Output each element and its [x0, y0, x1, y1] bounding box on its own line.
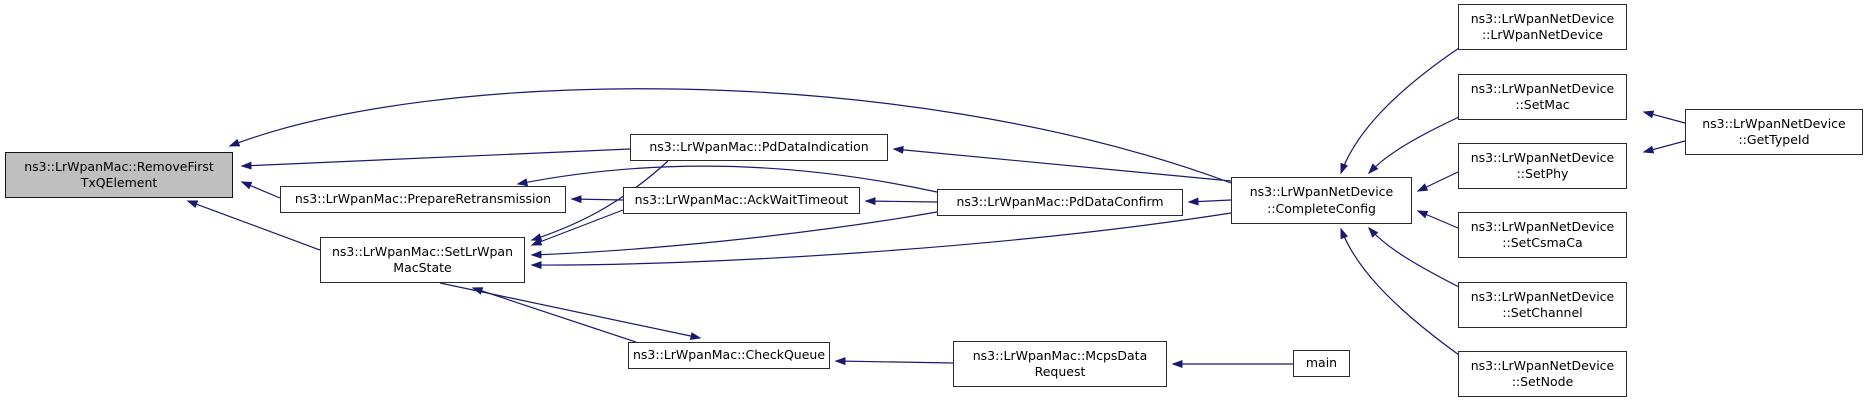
edge-group: [186, 47, 1686, 368]
node-label-line: ns3::LrWpanNetDevice: [1470, 218, 1615, 234]
edge-get-type-id-to-set-phy: [1642, 140, 1686, 154]
node-label-line: ns3::LrWpanNetDevice: [1470, 288, 1615, 304]
node-label-line: ns3::LrWpanNetDevice: [1470, 357, 1615, 373]
node-lrwpan-net-device-ctor[interactable]: ns3::LrWpanNetDevice::LrWpanNetDevice: [1458, 4, 1627, 50]
node-label-line: ns3::LrWpanMac::AckWaitTimeout: [634, 192, 849, 208]
edge-lrwpan-net-device-ctor-to-complete-config: [1340, 47, 1460, 175]
edge-set-mac-to-complete-config: [1367, 116, 1460, 175]
node-label-line: ns3::LrWpanMac::PrepareRetransmission: [294, 191, 552, 207]
node-label-line: ::LrWpanNetDevice: [1481, 27, 1604, 42]
edge-set-lrwpan-mac-state-to-remove-first-txq-element: [186, 200, 321, 251]
node-prepare-retransmission[interactable]: ns3::LrWpanMac::PrepareRetransmission: [280, 186, 566, 213]
edge-ack-wait-timeout-to-prepare-retransmission: [570, 195, 624, 204]
node-label-line: ns3::LrWpanNetDevice: [1249, 184, 1394, 200]
node-set-channel[interactable]: ns3::LrWpanNetDevice::SetChannel: [1458, 282, 1627, 328]
node-label-line: MacState: [393, 260, 452, 275]
edge-set-lrwpan-mac-state-to-check-queue: [439, 282, 702, 340]
edge-complete-config-to-pd-data-indication: [892, 145, 1232, 182]
node-get-type-id[interactable]: ns3::LrWpanNetDevice::GetTypeId: [1685, 109, 1863, 155]
node-pd-data-confirm[interactable]: ns3::LrWpanMac::PdDataConfirm: [937, 189, 1183, 216]
node-label-line: ns3::LrWpanMac::CheckQueue: [632, 347, 826, 363]
node-set-phy[interactable]: ns3::LrWpanNetDevice::SetPhy: [1458, 143, 1627, 189]
edge-check-queue-to-set-lrwpan-mac-state: [471, 287, 637, 343]
edge-set-csma-ca-to-complete-config: [1416, 210, 1459, 229]
node-label-line: ::SetNode: [1511, 374, 1574, 389]
edge-complete-config-to-set-lrwpan-mac-state: [530, 212, 1232, 270]
node-label-line: ::SetChannel: [1502, 305, 1583, 320]
node-label-line: ::CompleteConfig: [1267, 200, 1376, 216]
node-set-mac[interactable]: ns3::LrWpanNetDevice::SetMac: [1458, 74, 1627, 120]
edge-complete-config-to-remove-first-txq-element: [228, 88, 1232, 184]
node-label-line: ::GetTypeId: [1738, 132, 1810, 147]
node-label-line: ns3::LrWpanNetDevice: [1702, 115, 1846, 131]
edge-ack-wait-timeout-to-set-lrwpan-mac-state: [530, 209, 624, 246]
node-label-line: ns3::LrWpanMac::RemoveFirst: [24, 158, 214, 174]
edge-complete-config-to-pd-data-confirm: [1187, 197, 1232, 206]
node-label-line: ns3::LrWpanMac::SetLrWpan: [331, 243, 514, 259]
edge-get-type-id-to-set-mac: [1642, 110, 1686, 124]
node-check-queue[interactable]: ns3::LrWpanMac::CheckQueue: [628, 342, 830, 369]
node-set-node[interactable]: ns3::LrWpanNetDevice::SetNode: [1458, 351, 1627, 397]
node-label-line: ns3::LrWpanNetDevice: [1470, 10, 1615, 26]
node-label-line: ns3::LrWpanNetDevice: [1470, 80, 1615, 96]
edge-set-channel-to-complete-config: [1368, 226, 1460, 288]
edge-pd-data-confirm-to-ack-wait-timeout: [864, 197, 938, 206]
edge-pd-data-indication-to-set-lrwpan-mac-state: [530, 160, 669, 241]
node-label-line: TxQElement: [80, 175, 158, 190]
node-set-csma-ca[interactable]: ns3::LrWpanNetDevice::SetCsmaCa: [1458, 212, 1627, 258]
edge-pd-data-indication-to-remove-first-txq-element: [240, 148, 631, 170]
node-label-line: ns3::LrWpanMac::McpsData: [972, 347, 1148, 363]
node-ack-wait-timeout[interactable]: ns3::LrWpanMac::AckWaitTimeout: [623, 187, 860, 214]
node-label-line: ns3::LrWpanMac::PdDataIndication: [649, 139, 869, 155]
edge-pd-data-confirm-to-set-lrwpan-mac-state: [530, 211, 938, 259]
edge-set-node-to-complete-config: [1340, 227, 1460, 356]
node-label-line: ns3::LrWpanMac::PdDataConfirm: [956, 194, 1164, 210]
node-label-line: ns3::LrWpanNetDevice: [1470, 149, 1615, 165]
node-label-line: main: [1305, 355, 1338, 371]
edge-mcps-data-request-to-check-queue: [834, 357, 954, 366]
node-main[interactable]: main: [1293, 350, 1350, 377]
edge-prepare-retransmission-to-remove-first-txq-element: [240, 181, 281, 199]
node-label-line: ::SetCsmaCa: [1502, 235, 1583, 250]
node-label-line: Request: [1034, 364, 1086, 379]
edge-set-phy-to-complete-config: [1416, 171, 1459, 192]
edge-pd-data-confirm-to-prepare-retransmission: [516, 165, 938, 193]
node-pd-data-indication[interactable]: ns3::LrWpanMac::PdDataIndication: [630, 134, 888, 161]
node-label-line: ::SetPhy: [1516, 166, 1569, 181]
node-label-line: ::SetMac: [1515, 97, 1570, 112]
node-complete-config[interactable]: ns3::LrWpanNetDevice::CompleteConfig: [1231, 177, 1412, 224]
